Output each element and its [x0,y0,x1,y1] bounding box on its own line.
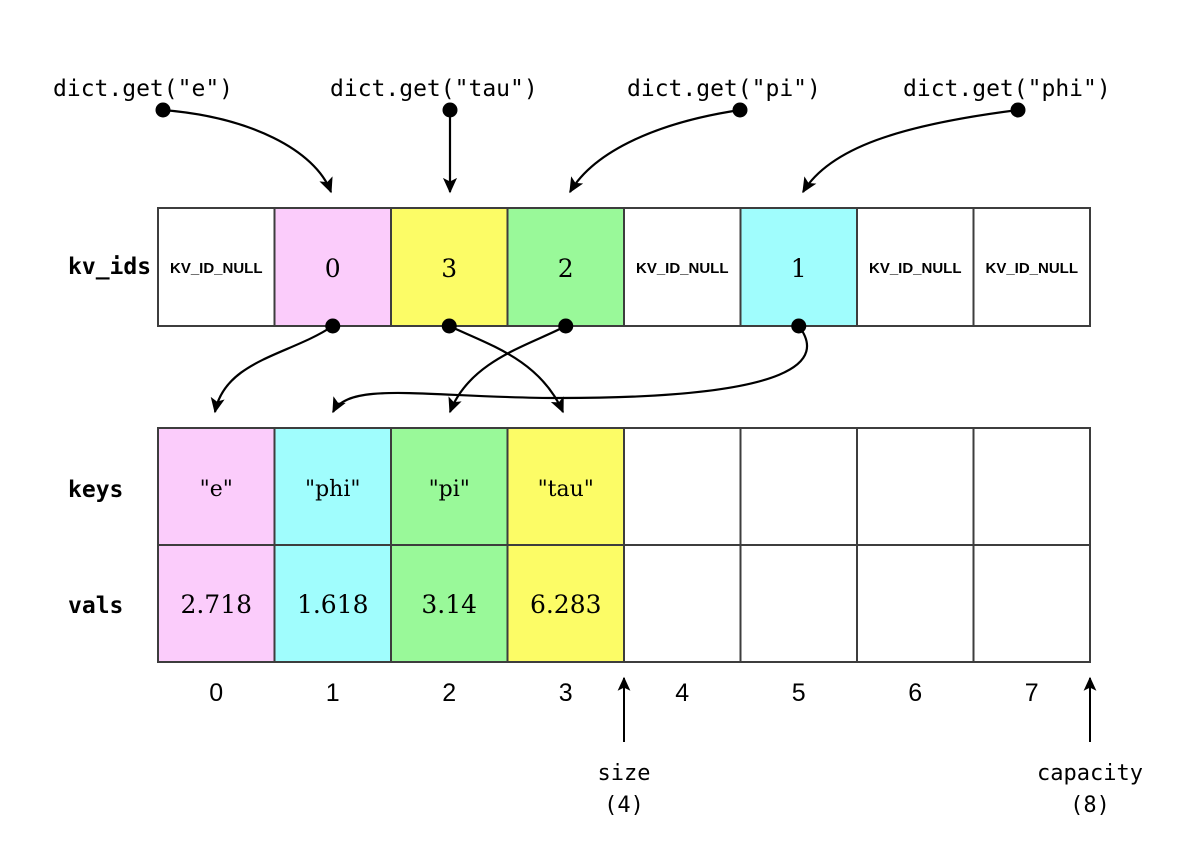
vals-cell-0[interactable] [157,544,276,663]
kv-ids-cell-5[interactable] [739,207,858,327]
kv-ids-value-6: KV_ID_NULL [869,260,962,277]
vals-cell-3[interactable] [506,544,625,663]
vals-cell-5[interactable] [739,544,858,663]
vals-row: 2.718 1.618 3.14 6.283 [157,544,1091,663]
link-arrow-slot3-to-key2 [448,325,567,414]
size-value: (4) [604,793,644,818]
index-label-2: 2 [442,679,456,707]
index-label-5: 5 [792,679,806,707]
vals-value-0: 2.718 [180,590,252,619]
vals-value-2: 3.14 [421,590,477,619]
call-labels-group: dict.get("e") dict.get("tau") dict.get("… [53,76,1111,102]
call-arrow-e [162,108,333,194]
call-label-e: dict.get("e") [53,76,233,102]
kv-ids-value-2: 3 [441,254,457,283]
link-arrow-slot5-to-key1 [332,325,809,414]
keys-cell-4[interactable] [623,427,742,546]
kv-ids-value-1: 0 [325,254,341,283]
keys-cell-6[interactable] [856,427,975,546]
kv-ids-cell-1[interactable] [273,207,392,327]
vals-cell-1[interactable] [273,544,392,663]
index-label-0: 0 [209,679,223,707]
index-label-3: 3 [559,679,573,707]
link-dot-slot2 [441,318,457,334]
keys-row: "e" "phi" "pi" "tau" [157,427,1091,546]
vals-cell-6[interactable] [856,544,975,663]
call-arrows-group [155,102,1026,194]
vals-cell-4[interactable] [623,544,742,663]
kv-ids-value-4: KV_ID_NULL [636,260,729,277]
row-label-keys: keys [68,477,123,503]
link-arrow-slot2-to-key3 [448,325,565,414]
kv-ids-value-3: 2 [558,254,574,283]
call-dot-e [155,102,171,118]
vals-value-3: 6.283 [530,590,602,619]
keys-value-2: "pi" [429,477,470,502]
row-label-vals: vals [68,593,123,619]
call-label-pi: dict.get("pi") [627,76,821,102]
row-label-kv-ids: kv_ids [68,254,151,280]
link-dot-slot3 [558,318,574,334]
keys-value-3: "tau" [538,477,594,502]
call-arrow-pi [569,108,741,194]
kv-ids-value-0: KV_ID_NULL [170,260,263,277]
vals-value-1: 1.618 [297,590,369,619]
keys-value-0: "e" [200,477,233,502]
size-annotation: size (4) [598,676,651,818]
capacity-annotation: capacity (8) [1037,676,1143,818]
vals-cell-2[interactable] [390,544,509,663]
call-dot-pi [732,102,748,118]
keys-cell-1[interactable] [273,427,392,546]
capacity-value: (8) [1070,793,1110,818]
vals-cell-7[interactable] [972,544,1091,663]
keys-cell-5[interactable] [739,427,858,546]
keys-cell-7[interactable] [972,427,1091,546]
kv-ids-row: KV_ID_NULL 0 3 2 KV_ID_NULL 1 KV_ID_NULL… [157,207,1091,327]
keys-cell-2[interactable] [390,427,509,546]
keys-cell-3[interactable] [506,427,625,546]
link-dot-slot1 [325,318,341,334]
kv-ids-value-5: 1 [791,254,807,283]
call-dot-phi [1010,102,1026,118]
call-label-phi: dict.get("phi") [903,76,1111,102]
call-dot-tau [442,102,458,118]
keys-value-1: "phi" [305,477,361,502]
capacity-label: capacity [1037,761,1143,786]
link-dot-slot5 [791,318,807,334]
kv-ids-cell-7[interactable] [972,207,1091,327]
call-arrow-phi [802,108,1019,194]
index-label-6: 6 [908,679,922,707]
index-label-1: 1 [326,679,340,707]
kv-ids-value-7: KV_ID_NULL [985,260,1078,277]
link-arrow-slot1-to-key0 [210,325,334,414]
size-label: size [598,761,651,786]
index-label-7: 7 [1025,679,1039,707]
index-label-4: 4 [675,679,689,707]
kv-ids-to-keys-arrows [210,318,809,414]
call-label-tau: dict.get("tau") [330,76,538,102]
keys-cell-0[interactable] [157,427,276,546]
index-labels-group: 0 1 2 3 4 5 6 7 [209,679,1038,707]
